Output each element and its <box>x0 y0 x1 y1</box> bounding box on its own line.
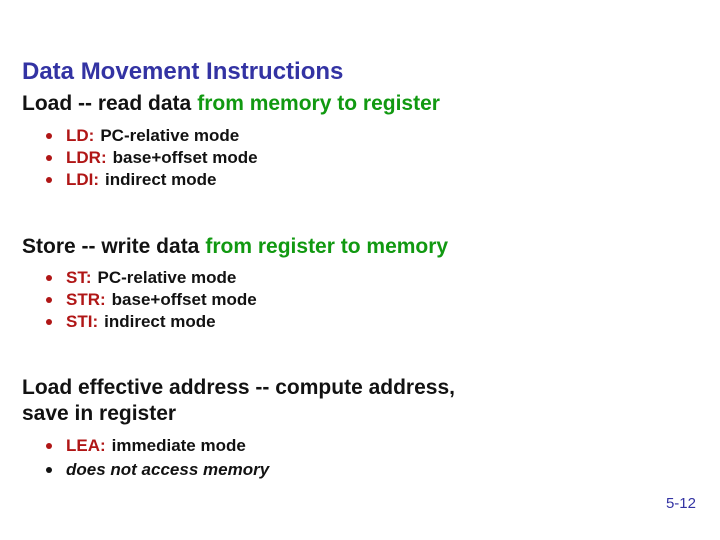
bullet-item-ld: LD: PC-relative mode <box>46 125 258 147</box>
bullet-item-str: STR: base+offset mode <box>46 289 257 311</box>
bullet-text: PC-relative mode <box>97 268 237 287</box>
bullet-keyword: LDI: <box>66 170 100 189</box>
bullet-item-no-memory-access: does not access memory <box>46 458 269 482</box>
bullet-item-ldr: LDR: base+offset mode <box>46 147 258 169</box>
bullet-text: does not access memory <box>66 460 270 479</box>
section-lea-heading: Load effective address -- compute addres… <box>22 375 582 427</box>
bullet-text: PC-relative mode <box>100 126 240 145</box>
bullet-dot-icon <box>46 467 52 473</box>
bullet-keyword: STI: <box>66 312 99 331</box>
bullet-item-sti: STI: indirect mode <box>46 311 257 333</box>
bullet-dot-icon <box>46 133 52 139</box>
bullet-item-ldi: LDI: indirect mode <box>46 169 258 191</box>
page-number: 5-12 <box>665 495 696 512</box>
bullet-dot-icon <box>46 275 52 281</box>
bullet-dot-icon <box>46 443 52 449</box>
section-load-bullets: LD: PC-relative mode LDR: base+offset mo… <box>46 125 258 191</box>
bullet-dot-icon <box>46 297 52 303</box>
section-load-heading-black: Load -- read data <box>22 92 192 115</box>
bullet-item-st: ST: PC-relative mode <box>46 267 257 289</box>
bullet-text: indirect mode <box>104 312 216 331</box>
bullet-item-lea: LEA: immediate mode <box>46 434 269 458</box>
bullet-keyword: ST: <box>66 268 92 287</box>
bullet-keyword: LD: <box>66 126 95 145</box>
bullet-keyword: LEA: <box>66 436 106 455</box>
bullet-text: immediate mode <box>111 436 246 455</box>
section-store-heading-green: from register to memory <box>205 235 449 258</box>
bullet-text: base+offset mode <box>112 148 258 167</box>
bullet-text: base+offset mode <box>111 290 257 309</box>
bullet-keyword: STR: <box>66 290 106 309</box>
bullet-keyword: LDR: <box>66 148 107 167</box>
section-store-heading-black: Store -- write data <box>22 235 200 258</box>
bullet-dot-icon <box>46 177 52 183</box>
section-store-bullets: ST: PC-relative mode STR: base+offset mo… <box>46 267 257 333</box>
section-lea-heading-line2: save in register <box>22 402 177 425</box>
section-load-heading-green: from memory to register <box>197 92 440 115</box>
slide-title: Data Movement Instructions <box>22 58 344 85</box>
section-lea-bullets: LEA: immediate mode does not access memo… <box>46 434 269 482</box>
bullet-text: indirect mode <box>105 170 217 189</box>
section-lea-heading-line1: Load effective address -- compute addres… <box>22 376 455 399</box>
bullet-dot-icon <box>46 155 52 161</box>
bullet-dot-icon <box>46 319 52 325</box>
